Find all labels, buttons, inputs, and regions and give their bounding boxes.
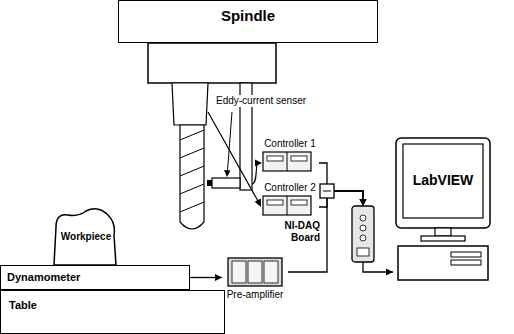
node-label: Spindle xyxy=(119,7,377,24)
node-label: Table xyxy=(9,299,37,312)
part-label: Eddy-current senser xyxy=(214,95,308,107)
end-mill-flutes xyxy=(180,130,204,212)
junction-mark xyxy=(323,191,331,192)
amplifier-rack xyxy=(228,258,282,286)
monitor-base xyxy=(421,236,465,241)
controller-box: Controller 1 xyxy=(261,138,319,172)
controller-icon xyxy=(263,196,311,215)
preamplifier: Pre-amplifier xyxy=(222,256,288,304)
junction-box xyxy=(320,184,334,198)
arrow-head xyxy=(360,199,367,206)
node-label: Pre-amplifier xyxy=(222,289,288,301)
eddy-current-sensor xyxy=(212,178,240,188)
daq-board: NI-DAQ Board xyxy=(350,206,376,262)
node-label: Controller 1 xyxy=(261,138,319,150)
arrow-head xyxy=(215,274,222,281)
computer-shape xyxy=(393,136,493,284)
controller-icon xyxy=(263,152,311,171)
connector-line xyxy=(319,163,363,206)
workpiece: Workpiece xyxy=(50,205,122,265)
tool-holder xyxy=(148,43,276,83)
controller-display xyxy=(291,200,307,205)
controller-divider xyxy=(287,196,288,215)
signal-connector xyxy=(363,262,393,276)
controller-display xyxy=(267,200,283,205)
controller-divider xyxy=(287,152,288,171)
end-mill xyxy=(180,125,204,229)
arrow-head xyxy=(360,199,367,206)
daq-box xyxy=(352,206,374,262)
controller-display xyxy=(291,156,307,161)
signal-connector xyxy=(190,274,222,281)
arrow-head xyxy=(360,199,367,206)
tool-chuck xyxy=(172,83,208,125)
node-label: Dynamometer xyxy=(7,271,80,284)
amplifier-module xyxy=(232,261,246,283)
computer-tower xyxy=(398,246,488,280)
signal-connector xyxy=(319,163,367,206)
arrow-head xyxy=(224,170,231,177)
amplifier-module xyxy=(264,261,278,283)
node-label: NI-DAQ Board xyxy=(280,220,320,243)
spindle-box: Spindle xyxy=(118,0,378,43)
amplifier-module xyxy=(248,261,262,283)
daq-connector xyxy=(357,248,369,256)
node-label: Workpiece xyxy=(50,231,122,243)
leader-line xyxy=(227,112,232,172)
computer: LabVIEW xyxy=(393,136,493,284)
node-label: Controller 2 xyxy=(261,182,319,194)
tool-wire xyxy=(208,112,258,201)
arrow-head xyxy=(386,269,393,276)
daq-port xyxy=(360,215,366,221)
arrow-head xyxy=(255,198,261,207)
daq-port xyxy=(360,225,366,231)
arrow-head xyxy=(255,160,262,167)
table-band: Table xyxy=(0,290,225,334)
node-label: LabVIEW xyxy=(393,172,493,188)
controller-box: Controller 2 xyxy=(261,182,319,216)
monitor-stand xyxy=(435,228,451,236)
daq-port xyxy=(360,235,366,241)
controller-display xyxy=(267,156,283,161)
drive-slot xyxy=(451,260,481,265)
drive-slot xyxy=(451,252,481,257)
dynamometer-band: Dynamometer xyxy=(0,265,190,290)
sensor-tip xyxy=(207,180,212,186)
daq-board-shape xyxy=(350,206,376,262)
